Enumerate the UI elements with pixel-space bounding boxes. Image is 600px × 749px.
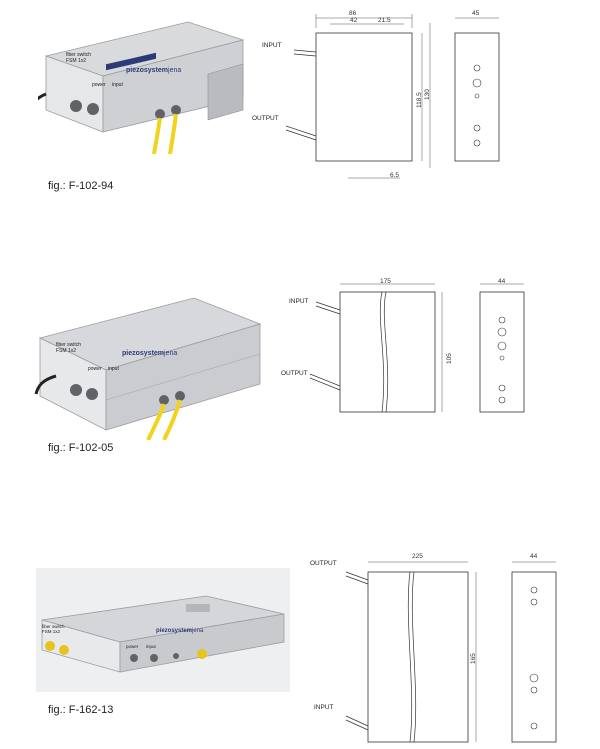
output-callout: OUTPUT <box>310 560 337 567</box>
dim-height: 130 <box>424 89 431 100</box>
device-photo <box>41 595 285 673</box>
technical-drawing <box>345 561 557 743</box>
input-label: input <box>146 644 156 649</box>
input-callout: INPUT <box>314 704 334 711</box>
power-label: power <box>126 644 139 649</box>
dim-side: 45 <box>472 10 480 17</box>
dim-bottom: 6.5 <box>390 172 400 179</box>
power-label: power <box>88 366 102 372</box>
dim-width: 86 <box>349 10 357 17</box>
figure-caption: fig.: F-162-13 <box>48 704 114 716</box>
dim-side: 44 <box>530 553 538 560</box>
output-callout: OUTPUT <box>252 115 279 122</box>
output-callout: OUTPUT <box>281 370 308 377</box>
device-photo <box>34 297 262 440</box>
dim-height-inner: 118.5 <box>416 92 423 108</box>
device-photo <box>38 21 245 154</box>
technical-drawing <box>309 283 525 413</box>
input-label: input <box>108 366 119 372</box>
dim-width: 225 <box>412 553 423 560</box>
brand-label: piezosystemjena <box>156 628 204 634</box>
figure-caption: fig.: F-102-94 <box>48 180 114 192</box>
dim-width: 175 <box>380 278 391 285</box>
dim-side: 44 <box>498 278 506 285</box>
dim-inner: 42 <box>350 17 358 24</box>
dim-height: 105 <box>446 353 453 364</box>
dim-offset: 21.5 <box>378 17 391 24</box>
brand-label: piezosystemjena <box>126 67 182 74</box>
brand-label: piezosystemjena <box>122 350 178 357</box>
power-label: power <box>92 82 106 88</box>
input-callout: INPUT <box>262 42 282 49</box>
dim-height: 165 <box>470 653 477 664</box>
input-callout: INPUT <box>289 298 309 305</box>
figure-caption: fig.: F-102-05 <box>48 442 114 454</box>
input-label: input <box>112 82 123 88</box>
technical-drawing <box>285 14 500 179</box>
